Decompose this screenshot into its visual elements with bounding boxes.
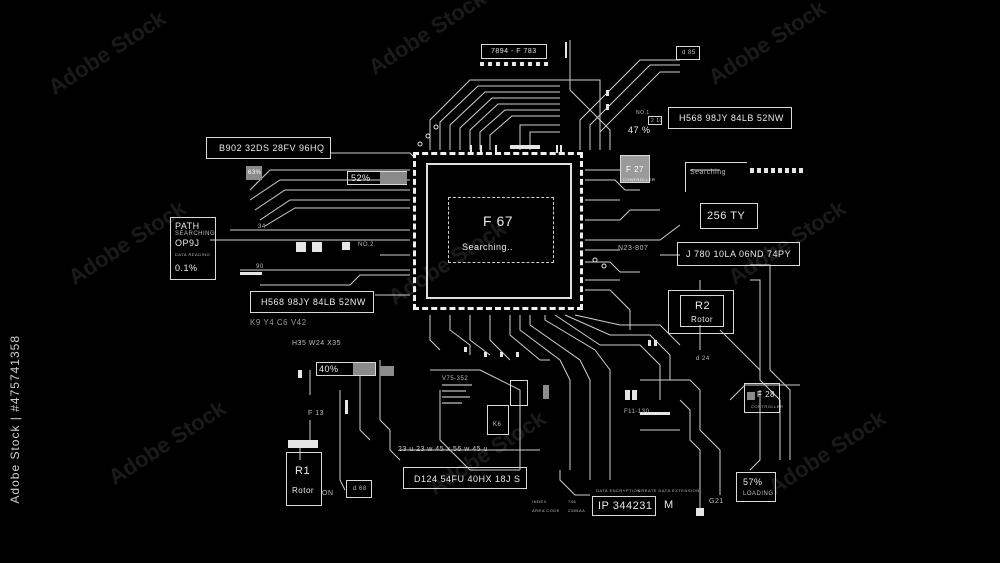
main-chip: F 67 Searching.. xyxy=(426,163,572,299)
label-210: 2 10 xyxy=(651,118,663,124)
readout-line xyxy=(442,384,472,386)
loading-label: LOADING xyxy=(743,491,774,497)
label-34: 34 xyxy=(258,224,266,230)
label-on: ON xyxy=(322,490,334,497)
label-d68: d 68 xyxy=(353,486,367,492)
top-code-box: 7894 - F 783 xyxy=(481,44,547,59)
label-f13: F 13 xyxy=(308,410,325,417)
index-table: INDEX 746 AREA CODE 2385AA xyxy=(532,499,588,515)
main-chip-title: F 67 xyxy=(483,213,514,229)
ip-tiny-left: DATA ENCRYPTION xyxy=(596,488,641,493)
progress-52-fill xyxy=(380,172,407,184)
r2-block: R2 Rotor xyxy=(680,295,724,327)
code-label-d124: D124 54FU 40HX 18J S xyxy=(414,474,521,484)
f28-sub: CONTROLLER xyxy=(751,404,784,409)
r1-block: R1 Rotor xyxy=(286,452,322,506)
readout-line xyxy=(442,390,466,392)
path-sub: SEARCHING xyxy=(175,231,216,237)
label-256: 256 TY xyxy=(707,210,746,222)
progress-40-track xyxy=(317,363,351,375)
path-title: PATH xyxy=(175,221,200,231)
r2-title: R2 xyxy=(695,300,711,312)
progress-40-label: 40% xyxy=(319,364,339,374)
code-box-b902: B902 32DS 28FV 96HQ xyxy=(206,137,331,159)
ip-tiny-right: CREATE DATA EXTENSION xyxy=(638,488,700,493)
ip-value: IP 344231 xyxy=(598,500,653,512)
k6-module: K6 xyxy=(487,405,509,435)
label-47: 47 % xyxy=(628,125,651,135)
label-f11: F11-130 xyxy=(624,409,650,415)
label-k6: K6 xyxy=(493,422,502,428)
label-g21: G21 xyxy=(709,498,724,505)
readout-line xyxy=(442,396,470,398)
code-box-d124: D124 54FU 40HX 18J S xyxy=(403,467,527,489)
progress-52: 52% xyxy=(347,171,407,185)
r1-cap xyxy=(288,440,318,448)
progress-40: 40% xyxy=(316,362,376,376)
path-value: 0.1% xyxy=(175,263,198,273)
r1-sub: Rotor xyxy=(292,486,315,495)
path-tiny: DATA READING xyxy=(175,252,211,257)
watermark-side: Adobe Stock | #475741358 xyxy=(8,335,22,504)
f28-title: F 28 xyxy=(757,390,776,399)
code-label-b902: B902 32DS 28FV 96HQ xyxy=(219,143,325,153)
tag-210: 2 10 xyxy=(648,116,662,125)
index-label: INDEX xyxy=(532,499,547,504)
label-h35: H35 W24 X35 xyxy=(292,340,342,347)
r2-frame xyxy=(668,290,734,334)
f27-title: F 27 xyxy=(626,165,645,174)
label-v75: V75-352 xyxy=(442,376,469,382)
label-90: 90 xyxy=(256,264,264,270)
label-k9: K9 Y4 C6 V42 xyxy=(250,318,307,327)
path-id: OP9J xyxy=(175,238,200,248)
main-chip-frame xyxy=(413,152,583,310)
f27-sub: CONTROLLER xyxy=(623,177,656,182)
top-right-tag-label: d 85 xyxy=(682,50,696,56)
ip-m: M xyxy=(664,499,674,511)
ip-panel: DATA ENCRYPTION CREATE DATA EXTENSION IP… xyxy=(592,488,699,518)
code-label-j780: J 780 10LA 06ND 74PY xyxy=(686,249,792,259)
label-no2: NO.2 xyxy=(358,242,375,248)
code-label-h568-left: H568 98JY 84LB 52NW xyxy=(261,297,366,307)
main-chip-display xyxy=(448,197,554,263)
code-box-h568-right: H568 98JY 84LB 52NW xyxy=(668,107,792,129)
label-d24: d 24 xyxy=(696,356,710,362)
path-panel: PATH SEARCHING OP9J DATA READING 0.1% xyxy=(170,217,216,280)
area-label: AREA CODE xyxy=(532,508,560,513)
code-box-h568-left: H568 98JY 84LB 52NW xyxy=(250,291,374,313)
searching-bracket xyxy=(685,162,747,192)
r2-sub: Rotor xyxy=(691,315,714,324)
progress-52-label: 52% xyxy=(351,173,371,183)
f28-indicator xyxy=(747,392,755,400)
label-n23: N23-807 xyxy=(618,245,649,252)
main-chip-status: Searching.. xyxy=(462,242,514,252)
k6-module-bar xyxy=(510,380,528,406)
top-code-label: 7894 - F 783 xyxy=(491,48,537,55)
progress-40-fill xyxy=(353,363,375,375)
loading-value: 57% xyxy=(743,477,763,487)
loading-panel: 57% LOADING xyxy=(736,472,776,502)
label-sequence: 23 u 23 w 45 x 56 w 45 u xyxy=(398,446,488,453)
code-label-h568-right: H568 98JY 84LB 52NW xyxy=(679,113,784,123)
d68-box: d 68 xyxy=(346,480,372,498)
r1-title: R1 xyxy=(295,465,311,477)
tiny-readout-block xyxy=(442,384,482,424)
box-256: 256 TY xyxy=(700,203,758,229)
label-no1: NO.1 xyxy=(636,110,650,116)
ip-box: IP 344231 xyxy=(592,496,656,516)
code-box-j780: J 780 10LA 06ND 74PY xyxy=(677,242,800,266)
label-searching-right: Searching xyxy=(690,169,727,176)
readout-line xyxy=(442,402,462,404)
percent-63-label: 63% xyxy=(248,170,262,176)
f27-module: F 27 CONTROLLER xyxy=(620,155,655,183)
percent-63-badge: 63% xyxy=(246,166,262,180)
area-value: 2385AA xyxy=(568,508,586,513)
top-right-tag: d 85 xyxy=(676,46,700,60)
f28-module: F 28 CONTROLLER xyxy=(744,383,784,413)
index-value: 746 xyxy=(568,499,577,504)
